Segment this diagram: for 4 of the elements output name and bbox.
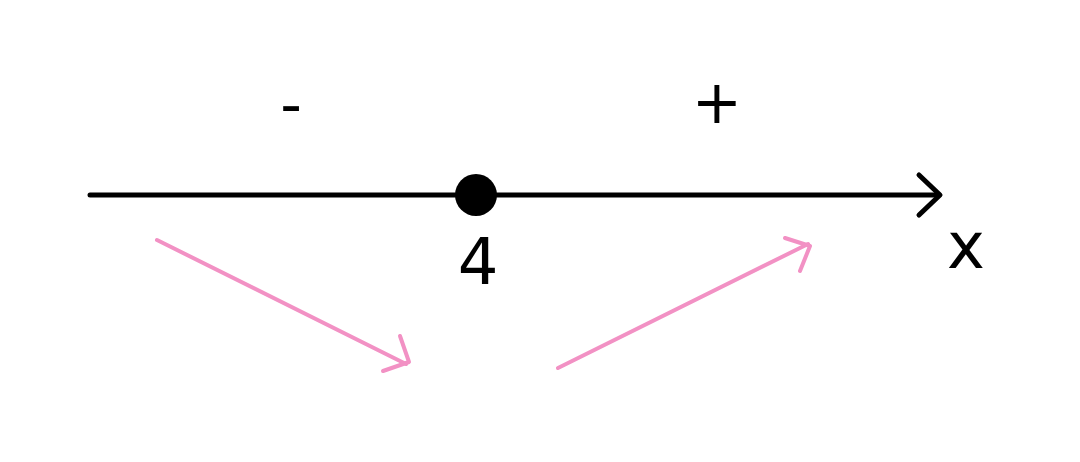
tick-label: 4 <box>457 230 499 294</box>
sign-label: + <box>691 72 743 132</box>
axis-label: x <box>947 214 985 278</box>
sign-label: - <box>280 74 302 134</box>
